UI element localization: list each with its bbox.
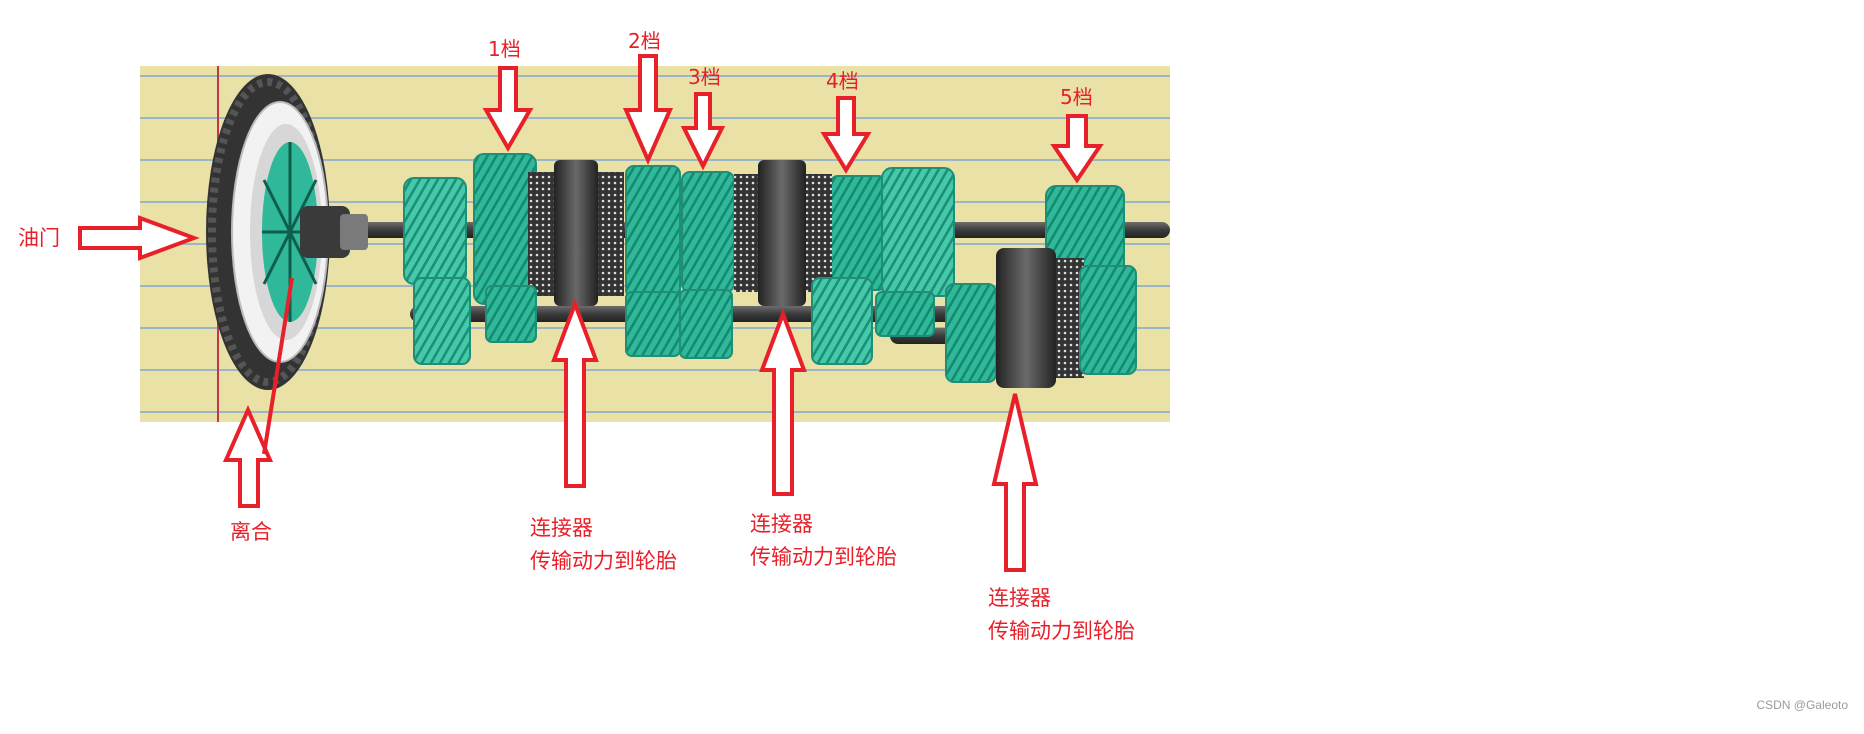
gear2-label: 2档 [628,26,661,57]
gear-3 [682,172,734,292]
gear-2 [626,166,680,298]
connector1-label: 连接器 传输动力到轮胎 [530,512,677,577]
gear5-label: 5档 [1060,82,1093,113]
throttle-label: 油门 [18,222,60,255]
gear-4 [830,176,886,290]
gear4-label: 4档 [826,66,859,97]
gear-4b [882,168,954,296]
connector2-label: 连接器 传输动力到轮胎 [750,508,897,573]
connector3-label: 连接器 传输动力到轮胎 [988,582,1135,647]
clutch-label: 离合 [230,516,272,549]
watermark: CSDN @Galeoto [1756,698,1848,712]
gear-input [404,178,466,284]
arrow-clutch [226,410,270,506]
gear-1 [474,154,536,304]
gear1-label: 1档 [488,34,521,65]
gear3-label: 3档 [688,62,721,93]
